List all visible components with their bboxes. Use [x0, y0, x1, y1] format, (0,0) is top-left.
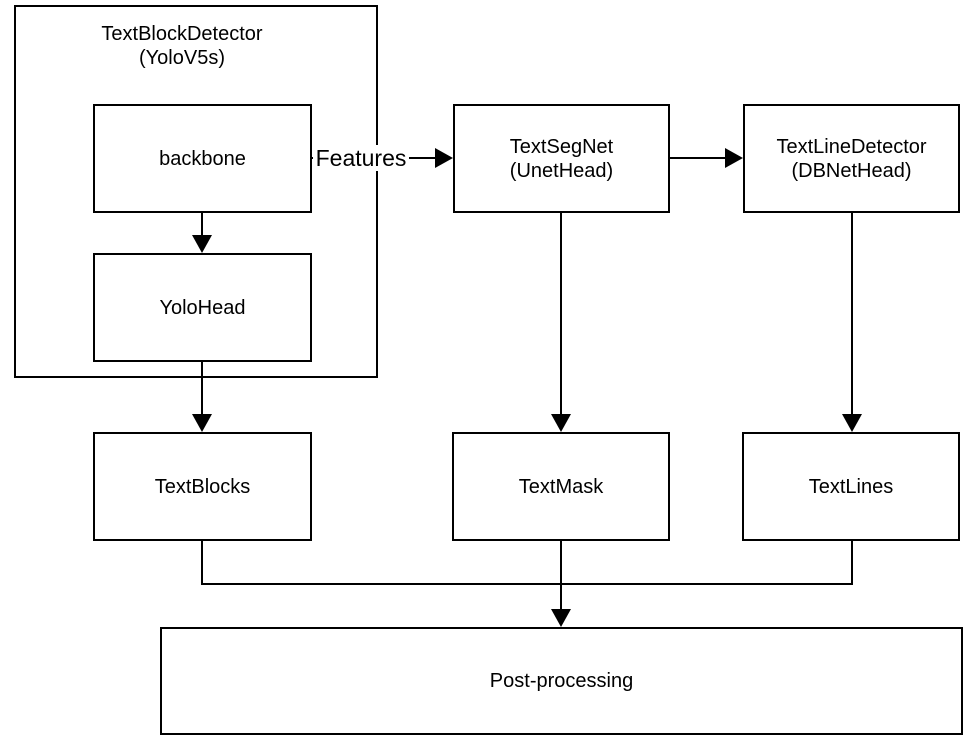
arrowhead-textlinedetector-to-textlines [842, 414, 862, 432]
arrowhead-textsegnet-to-textmask [551, 414, 571, 432]
textlines-node: TextLines [742, 432, 960, 541]
edge-yolohead-to-textblocks [201, 362, 203, 415]
textsegnet-node: TextSegNet (UnetHead) [453, 104, 670, 213]
textblocks-label: TextBlocks [154, 475, 251, 498]
textsegnet-label-line2: (UnetHead) [509, 159, 614, 182]
group-title-line1: TextBlockDetector [101, 23, 263, 45]
edge-textlinedetector-to-textlines [851, 213, 853, 415]
textlinedetector-node: TextLineDetector (DBNetHead) [743, 104, 960, 213]
yolohead-label: YoloHead [159, 296, 246, 319]
textmask-label: TextMask [518, 475, 604, 498]
arrowhead-yolohead-to-textblocks [192, 414, 212, 432]
arrowhead-merge-to-postprocessing [551, 609, 571, 627]
group-title-line2: (YoloV5s) [139, 47, 225, 69]
edge-merge-to-postprocessing [560, 541, 562, 610]
backbone-label: backbone [159, 147, 246, 170]
textlines-label: TextLines [808, 475, 894, 498]
edge-backbone-to-yolohead [201, 213, 203, 236]
edge-merge-join-line [201, 583, 853, 585]
edge-textblocks-down [201, 541, 203, 585]
postprocessing-label: Post-processing [489, 670, 634, 692]
postprocessing-node: Post-processing [160, 627, 963, 735]
textlinedetector-label-line1: TextLineDetector [776, 135, 927, 158]
textblocks-node: TextBlocks [93, 432, 312, 541]
edge-textsegnet-to-textlinedetector [670, 157, 727, 159]
backbone-node: backbone [93, 104, 312, 213]
textmask-node: TextMask [452, 432, 670, 541]
textblockdetector-group-title: TextBlockDetector (YoloV5s) [18, 22, 346, 70]
edge-textlines-down [851, 541, 853, 585]
textlinedetector-label-line2: (DBNetHead) [791, 159, 912, 182]
yolohead-node: YoloHead [93, 253, 312, 362]
arrowhead-backbone-to-yolohead [192, 235, 212, 253]
edge-textsegnet-to-textmask [560, 213, 562, 415]
features-edge-label: Features [313, 145, 409, 171]
arrowhead-textsegnet-to-textlinedetector [725, 148, 743, 168]
arrowhead-features [435, 148, 453, 168]
textsegnet-label-line1: TextSegNet [509, 135, 614, 158]
